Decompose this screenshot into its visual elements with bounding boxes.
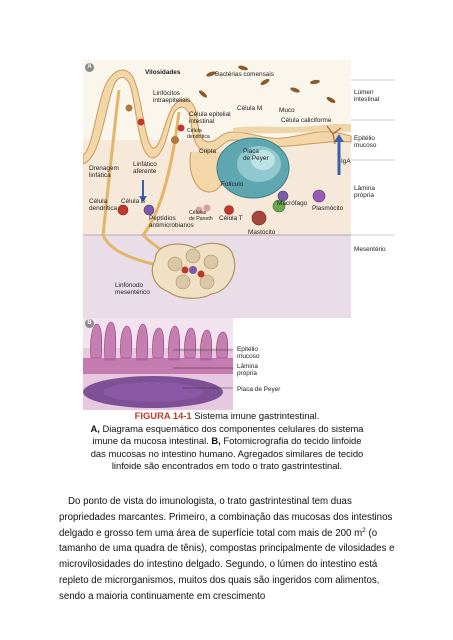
label-linfatico: Linfático aferente (133, 161, 157, 175)
label-placa-peyer: Placa de Peyer (243, 148, 269, 162)
caption-part-b-label: B, (211, 435, 221, 447)
label-b-lamina: Lâmina própria (237, 363, 258, 377)
label-celula-t: Célula T (219, 215, 243, 222)
label-lumen: Lúmen intestinal (354, 89, 380, 103)
figure-panel-a: A Vilosidades Bactérias comensais Linfóc… (82, 60, 395, 318)
label-b-epitelio: Epitélio mucoso (237, 346, 260, 360)
figure-number: FIGURA 14-1 (134, 410, 192, 421)
label-peptidios: Peptídios antimicrobianos (149, 215, 194, 229)
caption-title: Sistema imune gastrintestinal. (194, 410, 320, 421)
micrograph (83, 318, 233, 410)
mucosal-immune-diagram (82, 60, 395, 318)
label-vilosidades: Vilosidades (145, 69, 181, 76)
para1-part1: Do ponto de vista do imunologista, o tra… (59, 496, 393, 539)
caption-part-a-label: A, (90, 422, 100, 434)
label-linfocitos: Linfócitos intraepiteliais (153, 90, 191, 104)
para1-superscript: 2 (362, 526, 366, 534)
label-cripta: Cripta (199, 148, 217, 155)
caption-part-a-text: Diagrama esquemático dos componentes cel… (92, 422, 364, 447)
label-drenagem: Drenagem linfática (89, 165, 119, 179)
para1-part2: (o tamanho de uma quadra de tênis), comp… (59, 527, 395, 602)
label-celula-epitelial: Célula epitelial intestinal (189, 111, 231, 125)
label-plasmocito: Plasmócito (312, 205, 344, 212)
label-epitelio-mucoso: Epitélio mucoso (354, 135, 377, 149)
body-paragraph: Do ponto de vista do imunologista, o tra… (59, 494, 405, 605)
caption-part-b-text: Fotomicrografia do tecido linfoide das m… (90, 435, 364, 472)
panel-a-letter: A (85, 63, 94, 72)
label-celula-b: Célula B (121, 198, 146, 205)
label-foliculo: Folículo (221, 181, 244, 188)
label-celulas-paneth: Células de Paneth (189, 210, 213, 222)
label-linfonodo: Linfonodo mesentérico (115, 282, 150, 296)
label-muco: Muco (279, 107, 295, 114)
figure-caption: FIGURA 14-1 Sistema imune gastrintestina… (85, 410, 369, 473)
label-iga: IgA (341, 158, 351, 165)
panel-b-letter: B (85, 319, 94, 328)
label-celula-caliciforme: Célula caliciforme (281, 117, 332, 124)
label-bacterias: Bactérias comensais (215, 71, 274, 78)
label-celula-dendritica-left: Célula dendrítica (89, 198, 118, 212)
label-celula-m: Célula M (237, 105, 263, 112)
figure-panel-b: B (83, 318, 233, 410)
label-macrofago: Macrófago (277, 200, 308, 207)
label-lamina-propria: Lâmina própria (354, 185, 375, 199)
label-mastocito: Mastócito (248, 229, 276, 236)
label-b-placa: Placa de Peyer (237, 386, 281, 393)
label-mesenterio: Mesentério (354, 246, 386, 253)
label-celula-dendritica-top: Célula dendrítica (187, 128, 210, 140)
